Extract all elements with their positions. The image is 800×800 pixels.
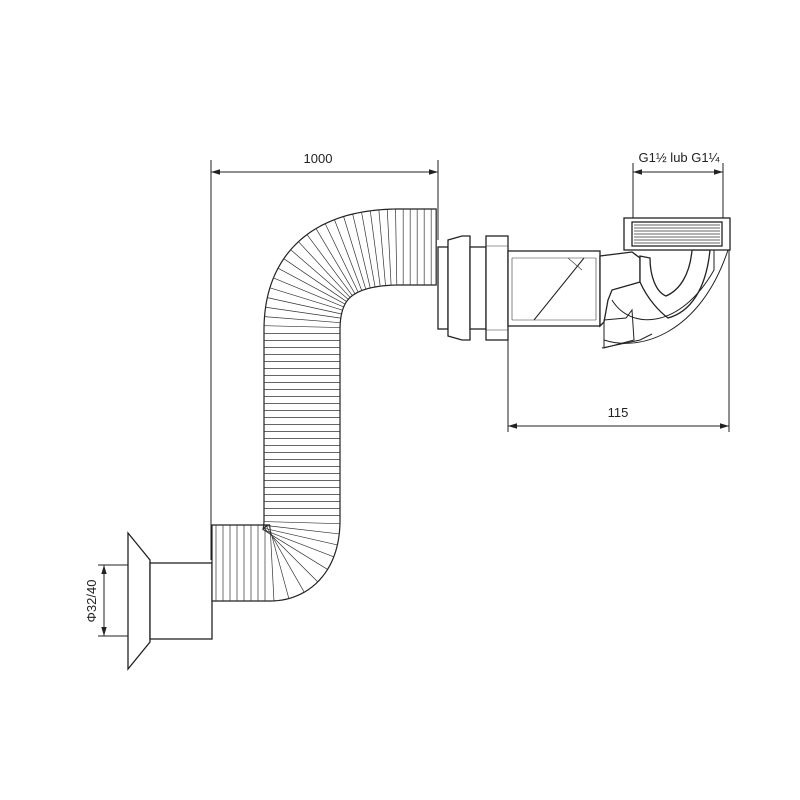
offset-label: 115	[608, 405, 629, 420]
hose-rib	[334, 219, 363, 291]
hose-rib	[395, 209, 398, 286]
hose-rib	[306, 234, 353, 296]
dimension-thread: G1½ lub G1¼	[632, 150, 724, 218]
chamber-clip	[567, 257, 583, 271]
elbow-curve-bottom	[603, 249, 729, 344]
siphon-neck	[599, 251, 641, 328]
hose-rib	[369, 210, 381, 287]
outlet-sleeve	[149, 562, 213, 640]
hose-rib	[343, 216, 367, 290]
hose-rib	[268, 525, 290, 599]
hose-rib	[277, 267, 346, 305]
dimension-1000: 1000	[210, 151, 439, 560]
length-label: 1000	[304, 151, 333, 166]
hose-rib	[298, 241, 351, 298]
siphon-body	[507, 250, 653, 349]
diameter-label: Φ32/40	[84, 580, 99, 623]
drain-head	[623, 217, 731, 251]
hose-rib	[361, 212, 376, 288]
dimension-diameter: Φ32/40	[84, 564, 140, 637]
hose-rib	[352, 213, 371, 289]
hose-coupling	[437, 235, 509, 341]
hose-rib	[269, 524, 275, 601]
siphon-trap-lower	[603, 308, 635, 349]
hose-rib	[263, 527, 338, 546]
outlet-flange	[127, 531, 151, 671]
hose-rib	[324, 223, 359, 293]
hose-rib	[386, 209, 392, 286]
hose-rib	[263, 524, 340, 535]
hose-rib	[269, 287, 343, 311]
hose-rib	[263, 521, 340, 525]
trap-lip	[601, 333, 653, 349]
hose-rib	[273, 277, 344, 308]
coupling-ring-1	[437, 246, 449, 330]
coupling-flange	[447, 235, 471, 341]
hose-rib	[262, 529, 334, 558]
hose-rib	[264, 316, 341, 324]
thread-label: G1½ lub G1¼	[639, 150, 720, 165]
dimension-115: 115	[507, 250, 730, 432]
hose-rib	[378, 209, 386, 286]
hose-rib	[315, 228, 356, 294]
elbow-curve-outer	[611, 250, 715, 321]
hose-ribs	[215, 209, 432, 601]
hose-rib	[290, 249, 349, 300]
hose-rib	[267, 297, 342, 315]
hose-rib	[265, 306, 341, 319]
drain-thread-lines	[634, 224, 720, 244]
hose-rib	[283, 258, 347, 302]
chamber-diagonal	[533, 257, 585, 321]
hose-rib	[264, 325, 341, 328]
outlet-connector	[127, 531, 213, 671]
coupling-ring-2	[469, 246, 487, 330]
elbow-outer	[639, 249, 711, 319]
hose-rib	[262, 529, 328, 570]
siphon-chamber	[507, 250, 601, 327]
hose-rib	[263, 527, 318, 583]
union-nut	[485, 235, 509, 341]
flexible-hose	[211, 208, 437, 602]
